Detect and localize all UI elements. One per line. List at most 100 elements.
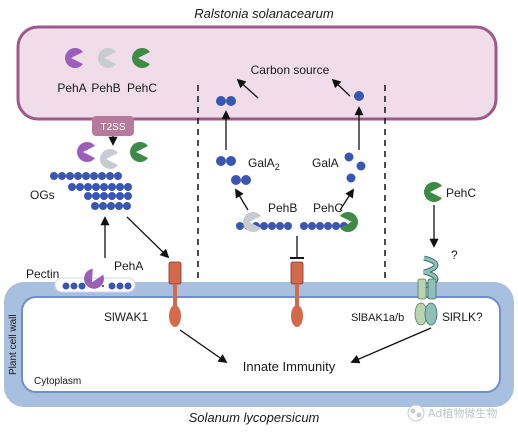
pectin-bead bbox=[236, 222, 244, 230]
og-bead bbox=[100, 192, 108, 200]
to-carbon-arrow-left bbox=[236, 78, 259, 99]
t2ss-box bbox=[92, 116, 134, 136]
og-bead bbox=[66, 172, 74, 180]
pectin-bead bbox=[268, 222, 276, 230]
gala-label: GalA bbox=[312, 156, 339, 170]
og-bead bbox=[92, 192, 100, 200]
og-bead bbox=[58, 172, 66, 180]
gala2-bead bbox=[216, 156, 226, 166]
gala-bead bbox=[356, 161, 366, 171]
gala-bead bbox=[344, 152, 354, 162]
pehc-chain-label: PehC bbox=[313, 201, 343, 215]
receptor-kinase bbox=[291, 305, 303, 327]
organism-top-label: Ralstonia solanacearum bbox=[194, 6, 334, 21]
gala2-bead bbox=[226, 156, 236, 166]
og-bead bbox=[50, 172, 58, 180]
og-bead bbox=[115, 202, 123, 210]
og-bead bbox=[124, 192, 132, 200]
plant-cytoplasm bbox=[21, 296, 501, 393]
og-bead bbox=[98, 172, 106, 180]
pectin-bead bbox=[284, 222, 292, 230]
og-bead bbox=[68, 183, 76, 191]
pectin-bead bbox=[316, 222, 324, 230]
og-bead bbox=[108, 183, 116, 191]
secreted-pehc-icon bbox=[129, 142, 148, 163]
og-bead bbox=[99, 202, 107, 210]
og-bead bbox=[76, 183, 84, 191]
question-mark: ? bbox=[451, 248, 458, 262]
og-bead bbox=[107, 202, 115, 210]
peha-enzyme-icon bbox=[65, 48, 83, 68]
innate-immunity-label: Innate Immunity bbox=[243, 359, 336, 374]
og-bead bbox=[114, 172, 122, 180]
carbon-source-label: Carbon source bbox=[251, 63, 330, 77]
og-chains bbox=[50, 172, 132, 210]
organism-bottom-label: Solanum lycopersicum bbox=[189, 410, 320, 425]
ogs-to-slwak1-arrow bbox=[126, 216, 170, 259]
slrlk-kinase bbox=[424, 302, 438, 326]
og-bead bbox=[106, 172, 114, 180]
gala2-bead bbox=[241, 175, 251, 185]
slrlk-to-immunity-arrow bbox=[350, 327, 432, 364]
gala-bead bbox=[346, 173, 356, 183]
pectin-bead bbox=[108, 282, 116, 290]
pectin-ellipsis-dot bbox=[102, 285, 104, 287]
og-bead bbox=[91, 202, 99, 210]
pectin-bead bbox=[308, 222, 316, 230]
pehb-enzyme-icon bbox=[98, 48, 116, 68]
to-carbon-arrow-right bbox=[331, 78, 351, 97]
pehb-on-chain-icon bbox=[243, 212, 261, 233]
slrlk-ectodomain bbox=[427, 278, 437, 300]
pehc-external-icon bbox=[424, 182, 442, 202]
pehc-external-label: PehC bbox=[446, 186, 476, 200]
slbak1-ectodomain bbox=[417, 278, 427, 300]
pehc-label: PehC bbox=[127, 81, 157, 95]
pectin-bead bbox=[324, 222, 332, 230]
og-bead bbox=[108, 192, 116, 200]
og-bead bbox=[84, 192, 92, 200]
gala2-label: GalA2 bbox=[248, 156, 280, 172]
slwak1-transmembrane bbox=[173, 284, 177, 306]
pehc-enzyme-icon bbox=[131, 48, 150, 68]
secreted-pehb-icon bbox=[100, 149, 118, 169]
cytoplasm-label: Cytoplasm bbox=[34, 376, 81, 387]
pectin-bead bbox=[332, 222, 340, 230]
pehb-label: PehB bbox=[91, 81, 120, 95]
pehc-on-chain-icon bbox=[340, 211, 358, 232]
peha-label: PehA bbox=[57, 81, 86, 95]
gala-bead bbox=[354, 91, 364, 101]
og-bead bbox=[74, 172, 82, 180]
receptor-ectodomain bbox=[290, 261, 304, 285]
og-bead bbox=[124, 183, 132, 191]
ogs-label: OGs bbox=[30, 188, 55, 202]
receptor-transmembrane bbox=[295, 284, 299, 306]
pehb-product-arrow bbox=[235, 188, 249, 211]
og-bead bbox=[123, 202, 131, 210]
og-bead bbox=[90, 172, 98, 180]
pectin-label: Pectin bbox=[26, 267, 59, 281]
t2ss-label: T2SS bbox=[100, 122, 125, 133]
pectin-bead bbox=[70, 282, 78, 290]
og-bead bbox=[84, 183, 92, 191]
pehc-product-arrow bbox=[339, 188, 354, 211]
peha-pectin-label: PehA bbox=[114, 259, 143, 273]
gala2-bead bbox=[231, 175, 241, 185]
slwak1-ectodomain bbox=[168, 261, 182, 285]
slrlk-label: SlRLK? bbox=[442, 310, 483, 324]
secreted-peha-icon bbox=[77, 142, 95, 163]
pehb-chain-label: PehB bbox=[268, 201, 297, 215]
slbak1-label: SlBAK1a/b bbox=[351, 312, 404, 324]
pectin-bead bbox=[260, 222, 268, 230]
og-bead bbox=[116, 183, 124, 191]
slwak1-kinase bbox=[169, 305, 181, 327]
og-bead bbox=[82, 172, 90, 180]
cell-wall-label: Plant cell wall bbox=[8, 314, 19, 375]
pectin-bead bbox=[78, 282, 86, 290]
pectin-bead bbox=[62, 282, 70, 290]
watermark: Ad植物微生物 bbox=[407, 404, 497, 422]
gala2-bead bbox=[226, 96, 236, 106]
slwak1-to-immunity-arrow bbox=[179, 329, 228, 364]
pectin-bead bbox=[116, 282, 124, 290]
pectin-bead bbox=[300, 222, 308, 230]
